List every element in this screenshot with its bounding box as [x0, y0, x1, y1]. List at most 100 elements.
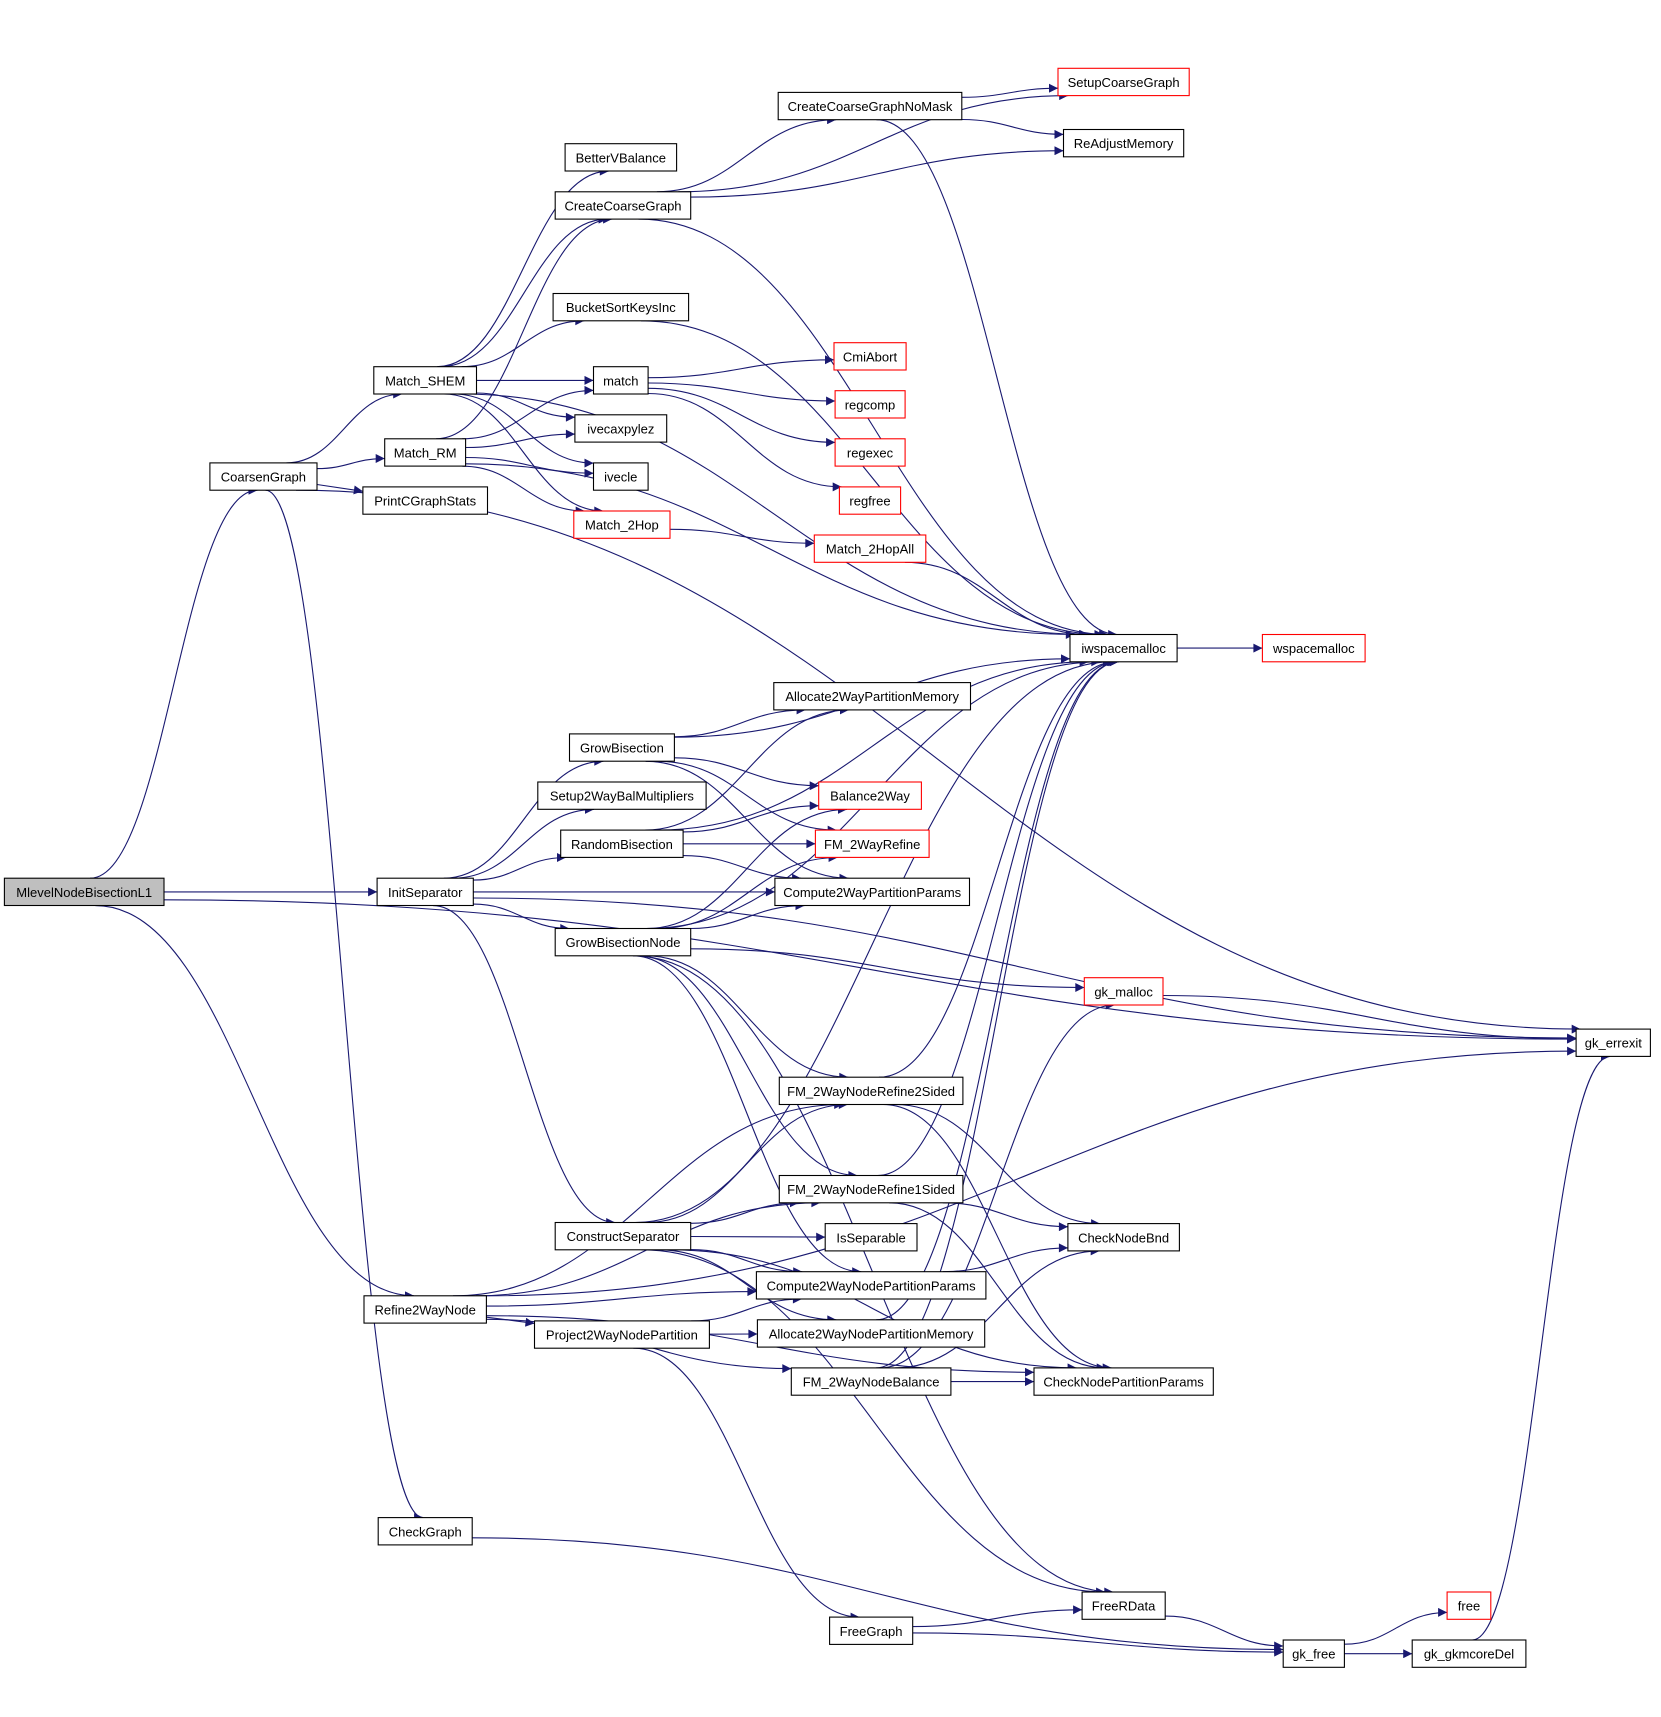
- node-gk-errexit[interactable]: gk_errexit: [1575, 1028, 1651, 1057]
- edge-construct-separator-to-compute2-way-node-partition-params: [690, 1249, 803, 1277]
- node-fm-2-way-node-refine1-sided[interactable]: FM_2WayNodeRefine1Sided: [778, 1174, 964, 1204]
- node-match-2-hop-all[interactable]: Match_2HopAll: [813, 534, 927, 563]
- node-label: RandomBisection: [571, 837, 673, 852]
- node-label: MlevelNodeBisectionL1: [16, 885, 152, 900]
- node-box: [1083, 977, 1164, 1006]
- node-setup2-way-bal-multipliers[interactable]: Setup2WayBalMultipliers: [537, 781, 707, 810]
- edge-create-coarse-graph-to-create-coarse-graph-no-mask: [656, 115, 837, 193]
- node-label: FM_2WayNodeRefine1Sided: [787, 1182, 955, 1197]
- node-label: GrowBisection: [580, 741, 664, 756]
- node-fm-2-way-refine[interactable]: FM_2WayRefine: [814, 829, 930, 858]
- edge-match-rm-to-match: [462, 385, 594, 440]
- node-free[interactable]: free: [1446, 1591, 1492, 1620]
- node-wspacemalloc[interactable]: wspacemalloc: [1261, 633, 1366, 663]
- node-is-separable[interactable]: IsSeparable: [824, 1223, 918, 1252]
- node-gk-free[interactable]: gk_free: [1282, 1639, 1345, 1668]
- edge-fm-2-way-node-refine2-sided-to-check-node-partition-params: [882, 1103, 1112, 1373]
- node-label: Balance2Way: [830, 789, 910, 804]
- node-box: [554, 191, 692, 220]
- node-label: ivecle: [604, 470, 637, 485]
- node-label: gk_gkmcoreDel: [1424, 1647, 1514, 1662]
- edge-grow-bisection-node-to-fm-2-way-node-refine1-sided: [636, 955, 858, 1180]
- node-regexec[interactable]: regexec: [834, 438, 906, 467]
- edge-grow-bisection-to-balance2-way: [674, 757, 819, 791]
- node-re-adjust-memory[interactable]: ReAdjustMemory: [1062, 128, 1185, 158]
- edge-match-shem-to-match-2-hop: [443, 393, 604, 516]
- node-fm-2-way-node-balance[interactable]: FM_2WayNodeBalance: [790, 1367, 952, 1396]
- node-box: [1062, 128, 1185, 158]
- node-create-coarse-graph-no-mask[interactable]: CreateCoarseGraphNoMask: [777, 91, 963, 121]
- node-free-graph[interactable]: FreeGraph: [829, 1616, 914, 1645]
- node-box: [384, 438, 467, 467]
- node-box: [1069, 633, 1178, 663]
- node-match-shem[interactable]: Match_SHEM: [373, 366, 478, 395]
- node-label: gk_free: [1292, 1647, 1335, 1662]
- node-mlevel-node-bisection-l1[interactable]: MlevelNodeBisectionL1: [3, 877, 165, 907]
- node-init-separator[interactable]: InitSeparator: [376, 877, 474, 907]
- node-regcomp[interactable]: regcomp: [834, 390, 906, 419]
- node-box: [568, 733, 675, 762]
- node-compute2-way-node-partition-params[interactable]: Compute2WayNodePartitionParams: [755, 1271, 987, 1300]
- node-box: [363, 1295, 487, 1324]
- edge-grow-bisection-to-allocate2-way-partition-memory: [674, 705, 806, 738]
- node-construct-separator[interactable]: ConstructSeparator: [554, 1221, 692, 1251]
- node-free-rdata[interactable]: FreeRData: [1081, 1591, 1166, 1620]
- node-box: [814, 829, 930, 858]
- node-check-node-bnd[interactable]: CheckNodeBnd: [1067, 1223, 1180, 1252]
- node-box: [756, 1319, 986, 1348]
- node-ivecaxpylez[interactable]: ivecaxpylez: [574, 414, 668, 443]
- edge-mlevel-node-bisection-l1-to-coarsen-graph: [90, 485, 258, 879]
- edge-refine2-way-node-to-compute2-way-node-partition-params: [486, 1287, 757, 1307]
- node-grow-bisection-node[interactable]: GrowBisectionNode: [554, 927, 692, 957]
- node-check-node-partition-params[interactable]: CheckNodePartitionParams: [1033, 1367, 1214, 1396]
- node-fm-2-way-node-refine2-sided[interactable]: FM_2WayNodeRefine2Sided: [778, 1076, 964, 1106]
- edge-grow-bisection-to-fm-2-way-refine: [657, 760, 837, 835]
- node-match-rm[interactable]: Match_RM: [384, 438, 467, 467]
- node-cmi-abort[interactable]: CmiAbort: [833, 342, 907, 371]
- edge-fm-2-way-node-refine1-sided-to-check-node-bnd: [942, 1202, 1068, 1232]
- node-balance2-way[interactable]: Balance2Way: [818, 781, 922, 810]
- node-label: CoarsenGraph: [221, 470, 306, 485]
- node-label: IsSeparable: [836, 1230, 905, 1245]
- node-ivecle[interactable]: ivecle: [592, 462, 649, 491]
- edge-match-shem-to-create-coarse-graph: [440, 214, 608, 368]
- node-label: BucketSortKeysInc: [566, 300, 676, 315]
- node-box: [774, 877, 971, 907]
- node-coarsen-graph[interactable]: CoarsenGraph: [209, 462, 318, 491]
- node-label: Refine2WayNode: [374, 1302, 475, 1317]
- edge-construct-separator-to-allocate2-way-node-partition-memory: [657, 1249, 837, 1325]
- node-compute2-way-partition-params[interactable]: Compute2WayPartitionParams: [774, 877, 971, 907]
- node-regfree[interactable]: regfree: [838, 486, 902, 515]
- node-allocate2-way-partition-memory[interactable]: Allocate2WayPartitionMemory: [773, 682, 972, 711]
- edge-match-shem-to-ivecle: [452, 393, 594, 468]
- node-box: [537, 781, 707, 810]
- edge-match-shem-to-better-vbalance: [437, 166, 609, 368]
- node-match-2-hop[interactable]: Match_2Hop: [573, 510, 671, 539]
- node-bucket-sort-keys-inc[interactable]: BucketSortKeysInc: [552, 292, 690, 322]
- edge-init-separator-to-random-bisection: [473, 853, 567, 881]
- node-box: [362, 486, 489, 515]
- node-box: [833, 342, 907, 371]
- node-print-cgraph-stats[interactable]: PrintCGraphStats: [362, 486, 489, 515]
- node-match[interactable]: match: [592, 366, 649, 395]
- node-random-bisection[interactable]: RandomBisection: [560, 829, 684, 858]
- node-box: [377, 1517, 473, 1546]
- node-label: Setup2WayBalMultipliers: [550, 789, 695, 804]
- node-better-vbalance[interactable]: BetterVBalance: [564, 143, 678, 172]
- node-label: ReAdjustMemory: [1074, 136, 1174, 151]
- node-create-coarse-graph[interactable]: CreateCoarseGraph: [554, 191, 692, 220]
- node-label: CmiAbort: [843, 349, 898, 364]
- node-gk-malloc[interactable]: gk_malloc: [1083, 977, 1164, 1006]
- node-box: [1282, 1639, 1345, 1668]
- node-refine2-way-node[interactable]: Refine2WayNode: [363, 1295, 487, 1324]
- node-setup-coarse-graph[interactable]: SetupCoarseGraph: [1057, 67, 1190, 97]
- node-box: [560, 829, 684, 858]
- node-grow-bisection[interactable]: GrowBisection: [568, 733, 675, 762]
- node-check-graph[interactable]: CheckGraph: [377, 1517, 473, 1546]
- node-allocate2-way-node-partition-memory[interactable]: Allocate2WayNodePartitionMemory: [756, 1319, 986, 1348]
- node-project2-way-node-partition[interactable]: Project2WayNodePartition: [533, 1320, 710, 1349]
- node-gk-gkmcore-del[interactable]: gk_gkmcoreDel: [1411, 1639, 1527, 1668]
- node-iwspacemalloc[interactable]: iwspacemalloc: [1069, 633, 1178, 663]
- edge-match-to-cmi-abort: [648, 355, 835, 379]
- node-box: [552, 292, 690, 322]
